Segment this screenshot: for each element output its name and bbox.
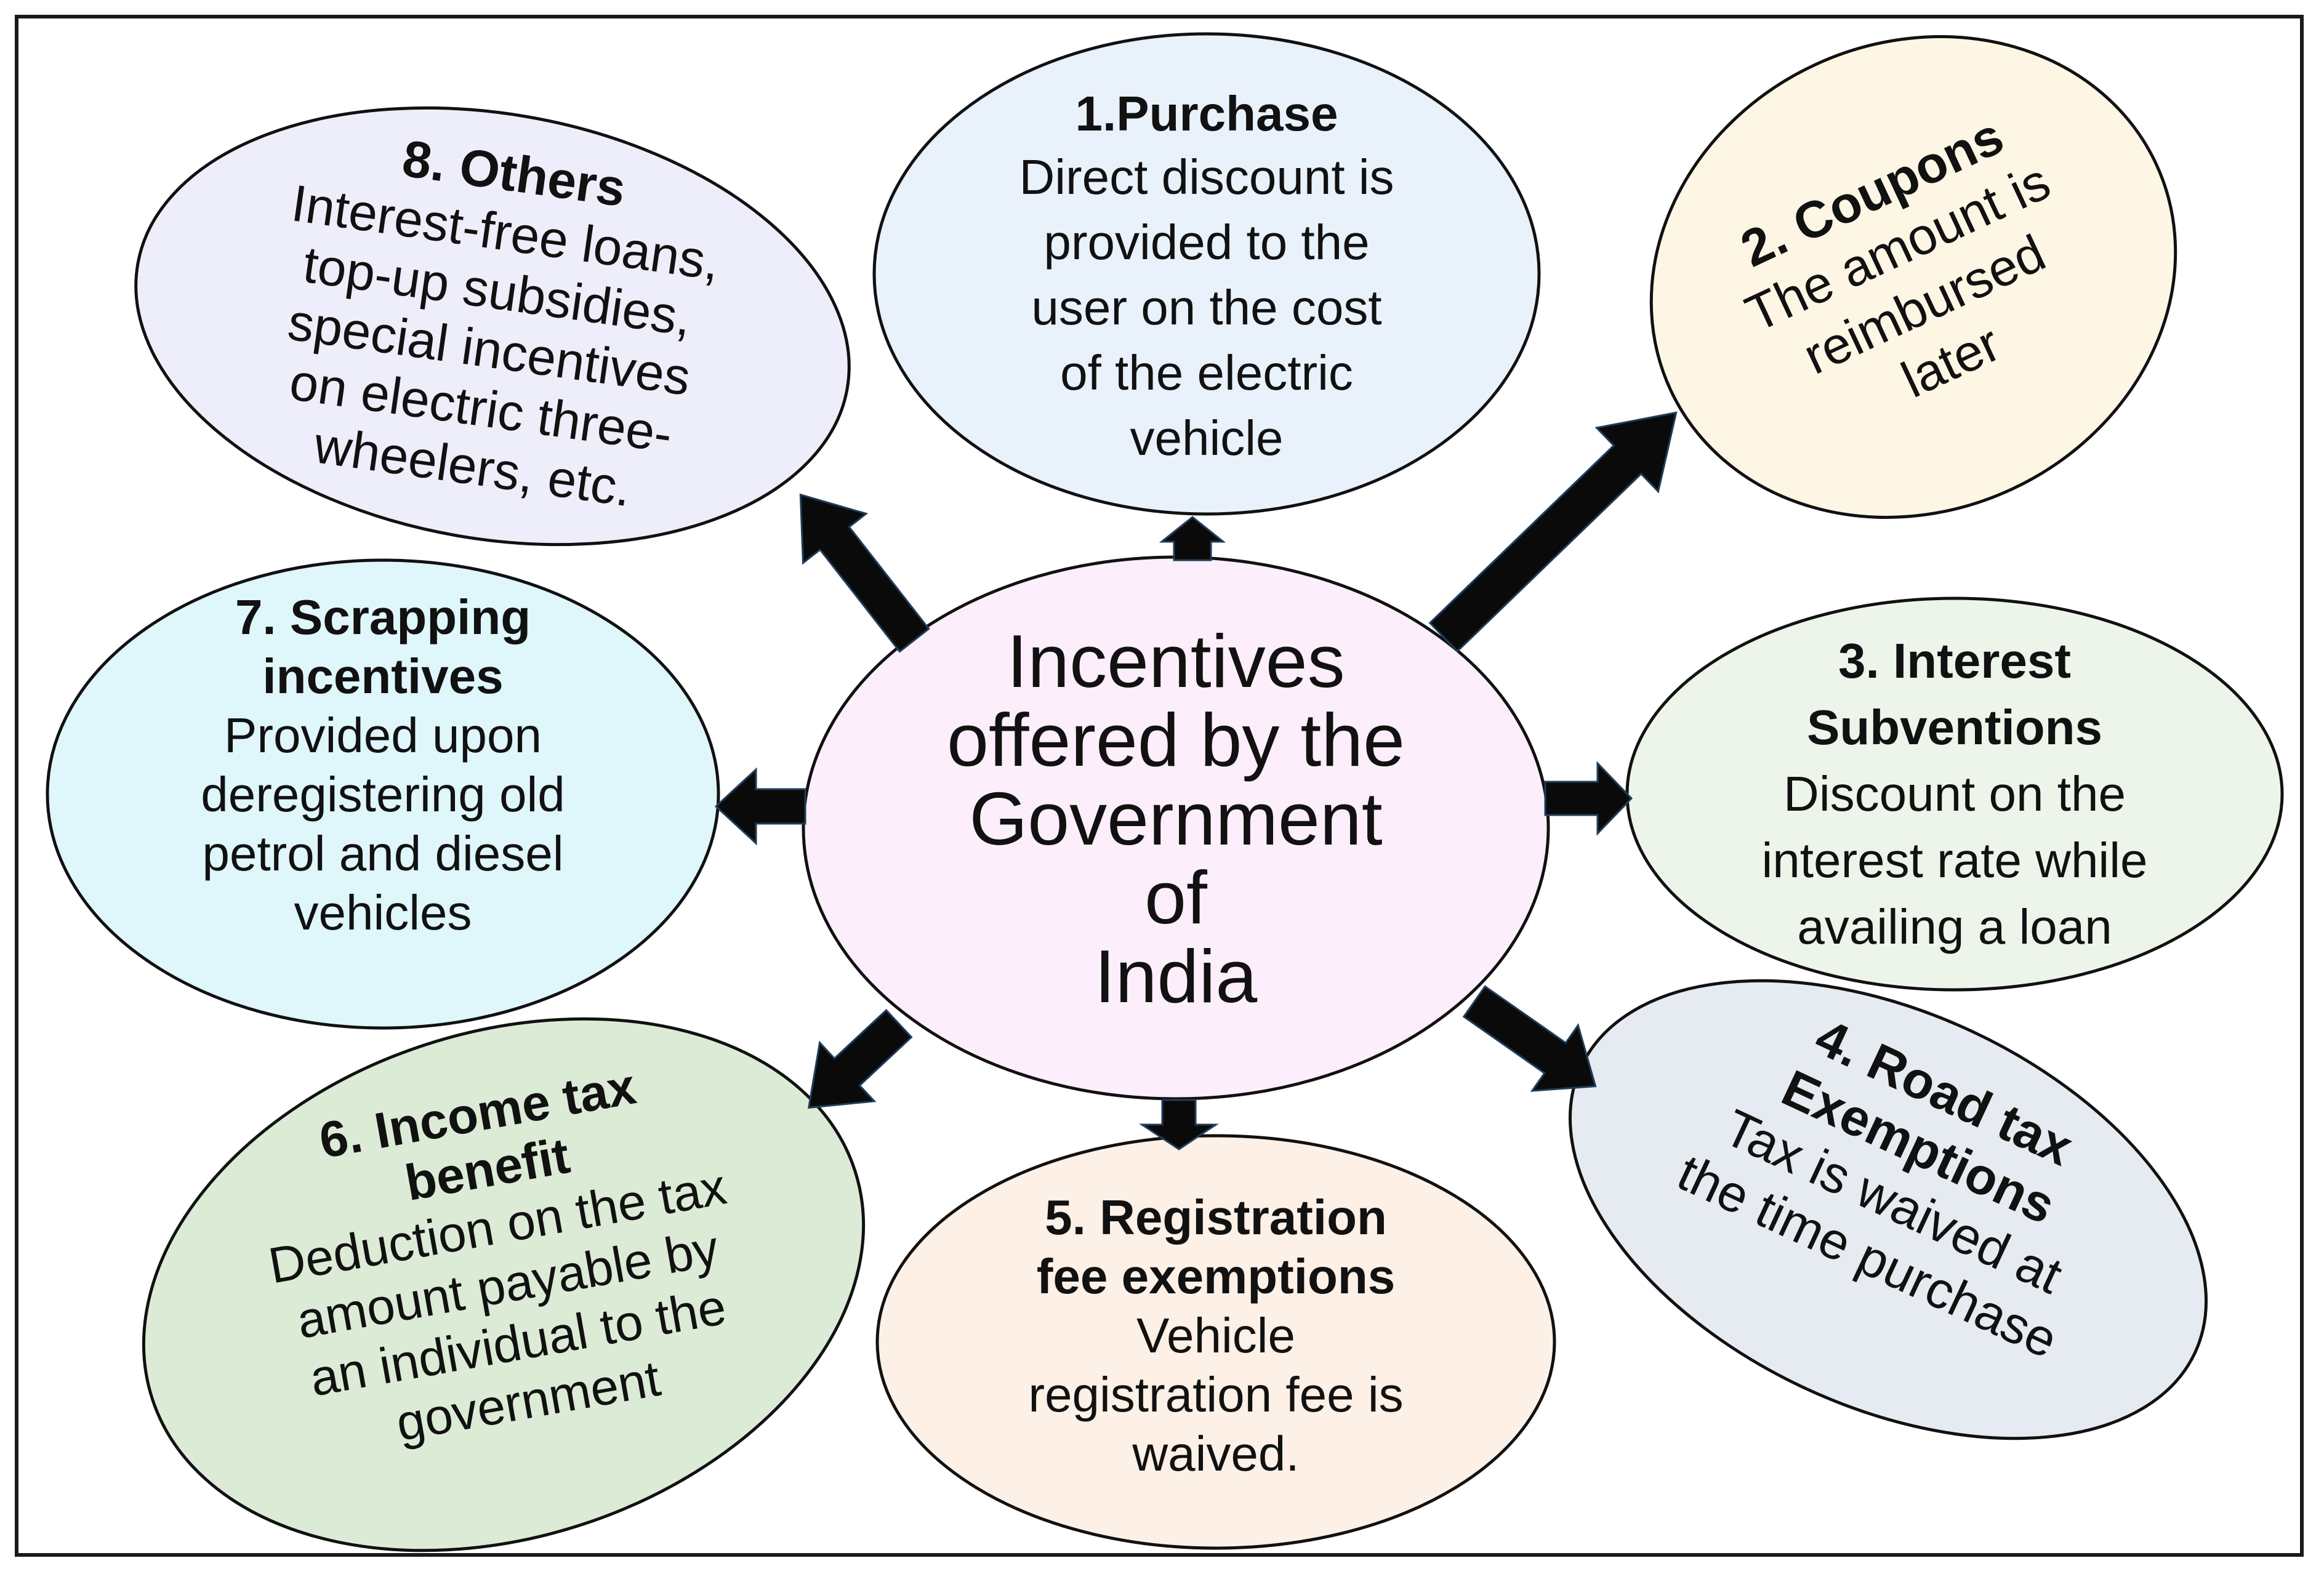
arrow-to-scrapping <box>714 767 806 846</box>
center-line-4: of <box>1144 856 1207 939</box>
node-registration: 5. Registration fee exemptions Vehicle r… <box>963 1188 1468 1484</box>
node-registration-body-3: waived. <box>1132 1426 1300 1481</box>
node-scrapping-body-3: petrol and diesel <box>202 826 564 881</box>
node-scrapping-body-2: deregistering old <box>201 767 565 822</box>
node-scrapping-body-1: Provided upon <box>224 708 542 763</box>
node-scrapping: 7. Scrapping incentives Provided upon de… <box>137 588 629 942</box>
incometax-ellipse <box>142 1017 866 1552</box>
scrapping-ellipse <box>46 558 720 1030</box>
center-line-2: offered by the <box>947 698 1405 782</box>
node-interest-title-1: 3. Interest <box>1838 633 2071 688</box>
center-label: Incentives offered by the Government of … <box>899 622 1453 1016</box>
arrow-to-registration <box>1139 1099 1219 1150</box>
registration-ellipse <box>875 1134 1556 1550</box>
node-registration-title-2: fee exemptions <box>1036 1249 1396 1304</box>
node-purchase-title: 1.Purchase <box>1075 86 1338 141</box>
node-registration-body-2: registration fee is <box>1028 1367 1404 1422</box>
node-interest-body-2: interest rate while <box>1761 833 2148 888</box>
node-interest-body-1: Discount on the <box>1783 766 2126 821</box>
arrow-to-others <box>799 493 930 653</box>
node-purchase: 1.Purchase Direct discount is provided t… <box>960 83 1453 471</box>
node-interest-title-2: Subventions <box>1806 700 2103 755</box>
arrow-to-coupons <box>1428 411 1678 653</box>
arrow-to-roadtax <box>1462 985 1597 1092</box>
node-interest-body-3: availing a loan <box>1797 899 2112 954</box>
node-scrapping-body-4: vehicles <box>294 885 472 940</box>
node-purchase-body-5: vehicle <box>1130 411 1284 465</box>
center-line-5: India <box>1094 934 1258 1018</box>
node-purchase-body-4: of the electric <box>1060 345 1353 400</box>
node-scrapping-title-2: incentives <box>262 649 504 704</box>
arrow-to-interest <box>1544 761 1633 836</box>
node-purchase-body-1: Direct discount is <box>1019 150 1394 204</box>
purchase-ellipse <box>872 32 1541 516</box>
node-interest: 3. Interest Subventions Discount on the … <box>1702 628 2207 960</box>
center-line-3: Government <box>969 777 1383 861</box>
center-line-1: Incentives <box>1007 619 1345 703</box>
others-ellipse <box>134 106 851 547</box>
node-registration-title-1: 5. Registration <box>1045 1190 1387 1245</box>
coupons-ellipse <box>1649 35 2177 519</box>
node-purchase-body-3: user on the cost <box>1031 280 1382 335</box>
node-registration-body-1: Vehicle <box>1136 1308 1295 1363</box>
node-scrapping-title-1: 7. Scrapping <box>235 590 531 644</box>
node-others: 8. Others Interest-free loans, top-up su… <box>219 108 768 531</box>
arrow-to-incometax <box>807 1008 913 1109</box>
arrow-to-purchase <box>1159 516 1226 561</box>
node-purchase-body-2: provided to the <box>1043 215 1370 270</box>
